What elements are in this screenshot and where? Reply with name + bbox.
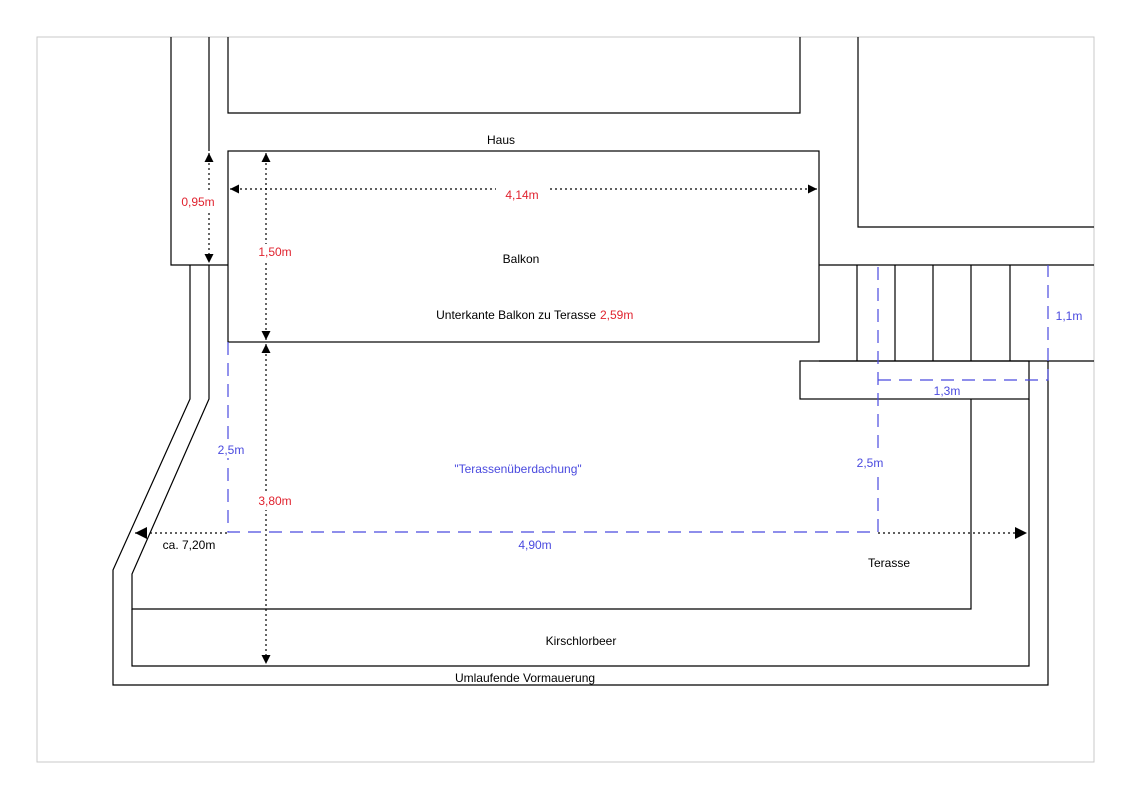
label-kirschlorbeer: Kirschlorbeer — [546, 634, 617, 648]
dim-roof-depth-left: 2,5m — [218, 443, 245, 457]
dim-stairs-depth: 1,1m — [1056, 309, 1083, 323]
dim-roof-depth-right: 2,5m — [857, 456, 884, 470]
label-total-width: ca. 7,20m — [163, 538, 216, 552]
label-terasse: Terasse — [868, 556, 910, 570]
label-haus: Haus — [487, 133, 515, 147]
dim-balkon-depth: 1,50m — [258, 245, 291, 259]
stairs — [799, 264, 1094, 400]
dim-roof-width: 4,90m — [518, 538, 551, 552]
dim-balkon-width: 4,14m — [505, 188, 538, 202]
label-vormauerung: Umlaufende Vormauerung — [455, 671, 595, 685]
label-balkon: Balkon — [503, 252, 540, 266]
terrace-walls — [112, 265, 1049, 686]
label-ueberdachung: "Terassenüberdachung" — [454, 462, 581, 476]
label-unterkante: Unterkante Balkon zu Terasse — [436, 308, 596, 322]
dim-terrace-depth: 3,80m — [258, 494, 291, 508]
dim-step-width: 1,3m — [934, 384, 961, 398]
terrace-roof-outline — [227, 265, 1049, 533]
balcony-outline — [227, 150, 820, 343]
dim-unterkante: 2,59m — [600, 308, 633, 322]
dim-path-width: 0,95m — [181, 195, 214, 209]
